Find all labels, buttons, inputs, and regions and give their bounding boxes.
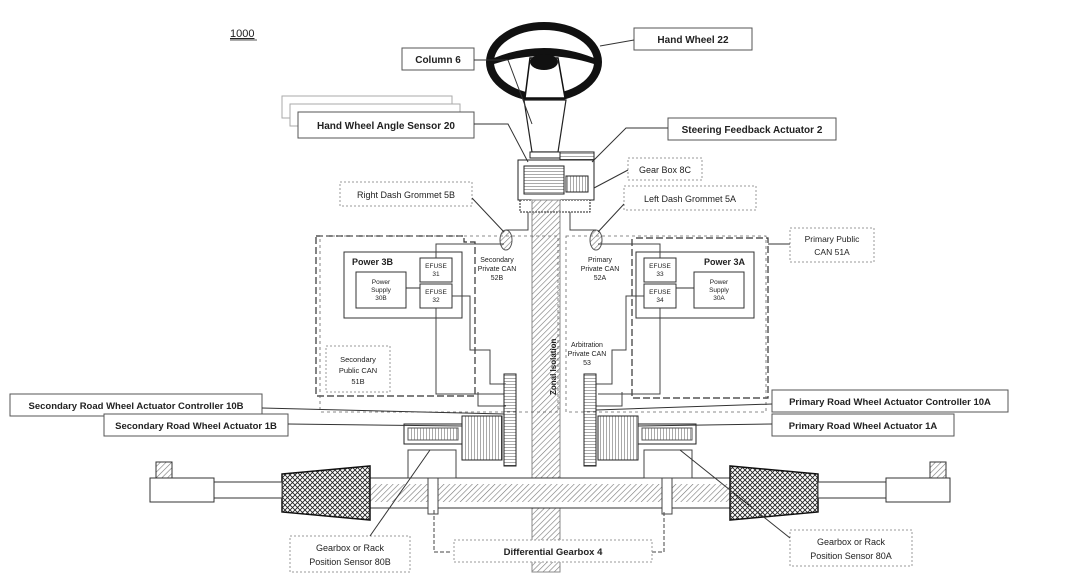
svg-text:Primary Road Wheel Actuator 1A: Primary Road Wheel Actuator 1A	[789, 421, 938, 432]
efuse-31-line1: EFUSE	[425, 263, 447, 270]
callout-sec-position-sensor: Gearbox or Rack Position Sensor 80B	[289, 449, 431, 573]
sec-private-can-line1: Secondary	[480, 257, 514, 264]
secondary-public-can: Secondary Public CAN 51B	[325, 345, 391, 393]
svg-text:Primary Public: Primary Public	[805, 234, 861, 244]
secondary-private-can: Secondary Private CAN 52B	[478, 257, 517, 282]
callout-left-grommet: Left Dash Grommet 5A	[597, 185, 757, 233]
svg-text:Column 6: Column 6	[415, 55, 461, 66]
arb-private-can-line1: Arbitration	[571, 342, 603, 349]
power-3a-label: Power 3A	[704, 257, 746, 267]
svg-text:Right Dash Grommet 5B: Right Dash Grommet 5B	[357, 190, 455, 200]
hand-wheel	[486, 22, 602, 102]
svg-text:Steering Feedback Actuator 2: Steering Feedback Actuator 2	[682, 125, 823, 136]
power-3b-label: Power 3B	[352, 257, 394, 267]
supply-30a-line3: 30A	[713, 295, 725, 302]
sec-private-can-line2: Private CAN	[478, 266, 517, 273]
supply-30b-line3: 30B	[375, 295, 387, 302]
efuse-33-line1: EFUSE	[649, 263, 671, 270]
sec-public-can-line2: Public CAN	[339, 366, 377, 375]
steering-rack	[149, 449, 951, 521]
svg-text:Gearbox or Rack: Gearbox or Rack	[817, 537, 886, 547]
svg-text:Hand Wheel Angle Sensor 20: Hand Wheel Angle Sensor 20	[317, 121, 455, 132]
sec-private-can-line3: 52B	[491, 275, 504, 282]
callout-sfa: Steering Feedback Actuator 2	[591, 117, 837, 163]
primary-zone	[631, 237, 769, 399]
efuse-32-line2: 32	[432, 297, 440, 304]
svg-text:Gearbox or Rack: Gearbox or Rack	[316, 543, 385, 553]
supply-30b-line2: Supply	[371, 287, 392, 294]
callout-pri-rwa-controller: Primary Road Wheel Actuator Controller 1…	[595, 389, 1009, 413]
callout-column: Column 6	[401, 47, 533, 125]
primary-controller-stack	[583, 373, 597, 467]
secondary-zone	[315, 235, 476, 397]
svg-text:Primary Road Wheel Actuator Co: Primary Road Wheel Actuator Controller 1…	[789, 397, 991, 408]
arbitration-private-can: Arbitration Private CAN 53	[568, 342, 607, 367]
callout-differential-gearbox: Differential Gearbox 4	[453, 539, 653, 563]
pri-private-can-line2: Private CAN	[581, 266, 620, 273]
arb-private-can-line2: Private CAN	[568, 351, 607, 358]
svg-text:Position Sensor 80A: Position Sensor 80A	[810, 551, 892, 561]
left-dash-grommet	[589, 229, 603, 251]
svg-text:Hand Wheel 22: Hand Wheel 22	[657, 35, 729, 46]
pri-private-can-line3: 52A	[594, 275, 607, 282]
primary-actuator-motor	[597, 415, 697, 461]
callout-sec-rwa: Secondary Road Wheel Actuator 1B	[103, 413, 463, 437]
wiring	[435, 212, 661, 407]
svg-text:Left Dash Grommet 5A: Left Dash Grommet 5A	[644, 194, 736, 204]
callout-hw-angle-sensor: Hand Wheel Angle Sensor 20	[281, 95, 529, 163]
zonal-isolation-bar: Zonal Isolation	[531, 199, 561, 573]
figure-number: 1000	[230, 28, 254, 40]
callout-hand-wheel: Hand Wheel 22	[599, 27, 753, 51]
steering-column	[523, 99, 567, 159]
callout-sec-rwa-controller: Secondary Road Wheel Actuator Controller…	[9, 393, 505, 417]
svg-text:CAN 51A: CAN 51A	[814, 247, 850, 257]
secondary-actuator-motor	[403, 415, 503, 461]
arb-private-can-line3: 53	[583, 360, 591, 367]
supply-30a-line1: Power	[710, 279, 729, 286]
svg-text:Secondary Road Wheel Actuator: Secondary Road Wheel Actuator 1B	[115, 421, 277, 432]
pri-private-can-line1: Primary	[588, 257, 613, 264]
callout-primary-public-can: Primary Public CAN 51A	[768, 227, 875, 263]
callout-gearbox-8c: Gear Box 8C	[593, 157, 703, 189]
power-3a-block: Power 3A EFUSE 33 EFUSE 34 Power Supply …	[635, 251, 755, 319]
supply-30a-line2: Supply	[709, 287, 730, 294]
svg-text:Secondary Road Wheel Actuator: Secondary Road Wheel Actuator Controller…	[28, 401, 243, 412]
supply-30b-line1: Power	[372, 279, 391, 286]
efuse-34-line1: EFUSE	[649, 289, 671, 296]
right-dash-grommet	[499, 229, 513, 251]
power-3b-block: Power 3B Power Supply 30B EFUSE 31 EFUSE…	[343, 251, 463, 319]
svg-text:Differential Gearbox 4: Differential Gearbox 4	[504, 547, 603, 558]
sec-public-can-line1: Secondary	[340, 355, 376, 364]
secondary-controller-stack	[503, 373, 517, 467]
zonal-isolation-label: Zonal Isolation	[549, 338, 558, 395]
svg-text:Gear Box 8C: Gear Box 8C	[639, 165, 692, 175]
callout-right-grommet: Right Dash Grommet 5B	[339, 181, 505, 233]
efuse-34-line2: 34	[656, 297, 664, 304]
efuse-33-line2: 33	[656, 271, 664, 278]
primary-private-can: Primary Private CAN 52A	[581, 257, 620, 282]
efuse-31-line2: 31	[432, 271, 440, 278]
callout-pri-rwa: Primary Road Wheel Actuator 1A	[637, 413, 955, 437]
sec-public-can-line3: 51B	[351, 377, 364, 386]
callout-pri-position-sensor: Gearbox or Rack Position Sensor 80A	[679, 449, 913, 567]
efuse-32-line1: EFUSE	[425, 289, 447, 296]
svg-text:Position Sensor 80B: Position Sensor 80B	[309, 557, 391, 567]
